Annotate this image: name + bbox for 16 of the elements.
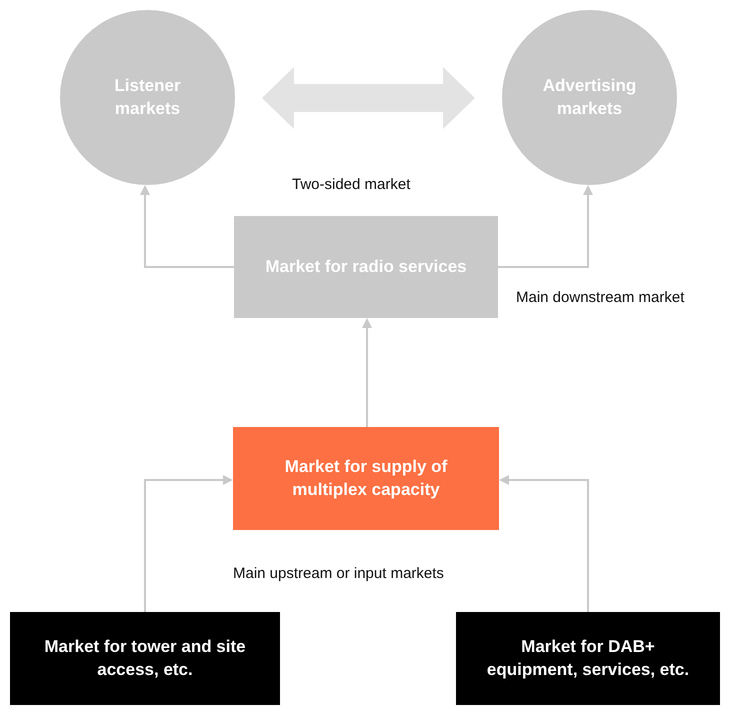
node-label: Market for DAB+ equipment, services, etc. — [486, 636, 690, 680]
input-market-box — [456, 612, 720, 705]
arrow — [140, 185, 234, 268]
double-arrow — [262, 67, 475, 129]
arrow — [144, 475, 233, 612]
arrow — [498, 185, 593, 268]
node-label: Market for tower and site access, etc. — [43, 636, 247, 680]
highlighted-market-box — [233, 427, 499, 530]
node-label: Market for supply of multiplex capacity — [284, 456, 448, 500]
arrow — [362, 318, 372, 427]
annotation-text: Two-sided market — [292, 176, 410, 193]
input-market-box — [10, 612, 280, 705]
arrow — [499, 475, 589, 612]
market-box — [234, 216, 498, 318]
annotation-text: Main downstream market — [516, 289, 684, 306]
annotation-text: Main upstream or input markets — [233, 565, 444, 582]
